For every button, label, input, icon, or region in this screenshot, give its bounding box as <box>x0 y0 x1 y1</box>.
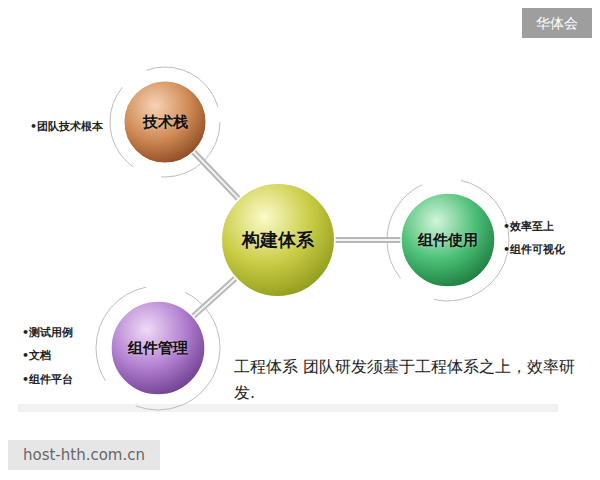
watermark: 华体会 <box>522 8 592 38</box>
note-text: 工程体系 团队研发须基于工程体系之上，效率研发. <box>234 354 592 405</box>
bullet-note: •团队技术根本 <box>30 119 103 134</box>
node-label: 组件使用 <box>418 231 478 250</box>
orbit-ring <box>96 286 220 410</box>
bullet-note: •效率至上 <box>503 219 554 234</box>
bullet-note: •组件可视化 <box>503 242 565 257</box>
topic-circle: 组件使用 <box>400 192 496 288</box>
watermark-box <box>8 440 160 470</box>
node-label: 技术栈 <box>143 113 188 132</box>
floor-shadow <box>18 404 558 412</box>
topic-circle: 技术栈 <box>123 80 207 164</box>
watermark-box <box>522 8 592 38</box>
node-label: 组件管理 <box>128 339 188 358</box>
connector-rod <box>194 152 238 198</box>
connector-rod <box>336 240 400 241</box>
topic-circle: 组件管理 <box>110 300 206 396</box>
node-label: 构建体系 <box>242 228 314 252</box>
hub-circle: 构建体系 <box>220 182 336 298</box>
bullet-note: •组件平台 <box>22 372 73 387</box>
bullet-note: •测试用例 <box>22 325 73 340</box>
watermark: host-hth.com.cn <box>8 440 160 470</box>
orbit-ring <box>387 179 509 301</box>
bullet-note: •文档 <box>22 348 51 363</box>
connector-rod <box>194 279 235 316</box>
